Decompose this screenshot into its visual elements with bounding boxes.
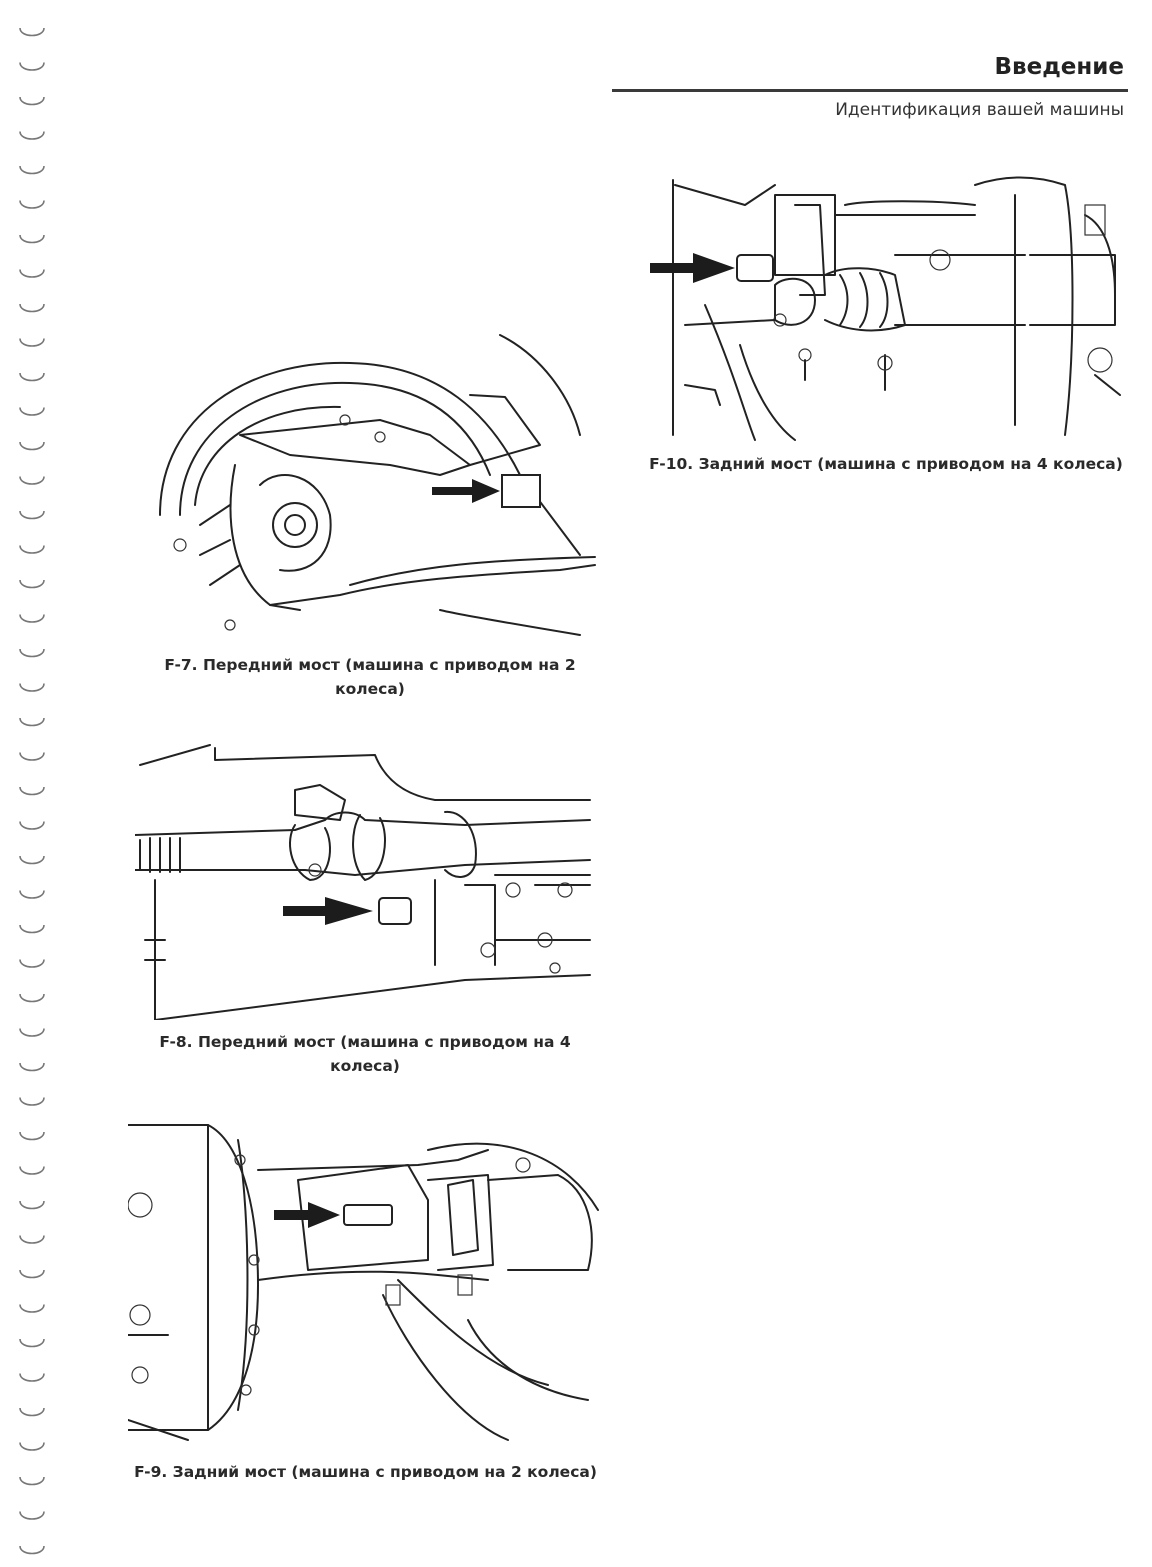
binding-hole [19, 683, 45, 692]
binding-hole [19, 1062, 45, 1072]
binding-hole [19, 269, 45, 278]
binding-hole [19, 1200, 45, 1210]
binding-hole [19, 338, 45, 347]
figure-f7-illustration [159, 334, 596, 636]
binding-hole [19, 27, 45, 37]
binding-hole [19, 96, 45, 106]
binding-hole [19, 165, 45, 175]
binding-hole [19, 1131, 45, 1141]
binding-hole [19, 821, 45, 830]
binding-hole [19, 1269, 45, 1279]
binding-hole [19, 786, 45, 796]
binding-hole [19, 1545, 45, 1555]
binding-hole [19, 1304, 45, 1313]
header-rule [612, 89, 1128, 92]
binding-hole [19, 924, 45, 934]
binding-hole [19, 476, 45, 485]
binding-hole [19, 545, 45, 554]
binding-hole [19, 855, 45, 865]
binding-hole [19, 1373, 45, 1382]
binding-hole [19, 1407, 45, 1417]
binding-hole [19, 717, 45, 727]
figure-f8-caption: F-8. Передний мост (машина с приводом на… [159, 1033, 571, 1075]
binding-hole [19, 1442, 45, 1451]
binding-hole [19, 752, 45, 761]
binding-hole [19, 1097, 45, 1106]
binding-hole [19, 62, 45, 71]
binding-hole [19, 510, 45, 520]
binding-hole [19, 407, 45, 416]
binding-hole [19, 614, 45, 623]
binding-hole [19, 1511, 45, 1520]
binding-hole [19, 890, 45, 899]
figure-f10-caption: F-10. Задний мост (машина с приводом на … [649, 455, 1123, 473]
binding-hole [19, 1166, 45, 1175]
binding-hole [19, 441, 45, 451]
spiral-binding [19, 27, 45, 1555]
binding-hole [19, 1338, 45, 1348]
binding-hole [19, 200, 45, 209]
binding-hole [19, 959, 45, 968]
section-subtitle: Идентификация вашей машины [835, 100, 1124, 120]
binding-hole [19, 303, 45, 313]
figure-f9-caption: F-9. Задний мост (машина с приводом на 2… [134, 1463, 597, 1481]
section-title: Введение [994, 54, 1124, 80]
figure-f9-illustration [128, 1124, 599, 1441]
binding-hole [19, 1476, 45, 1486]
figure-f8-illustration [135, 744, 591, 1020]
binding-hole [19, 1235, 45, 1244]
binding-hole [19, 579, 45, 589]
binding-hole [19, 993, 45, 1003]
figure-f7-caption: F-7. Передний мост (машина с приводом на… [164, 656, 576, 698]
binding-hole [19, 131, 45, 140]
binding-hole [19, 234, 45, 244]
figure-f10-illustration [650, 176, 1121, 441]
binding-hole [19, 1028, 45, 1037]
binding-hole [19, 648, 45, 658]
binding-hole [19, 372, 45, 382]
